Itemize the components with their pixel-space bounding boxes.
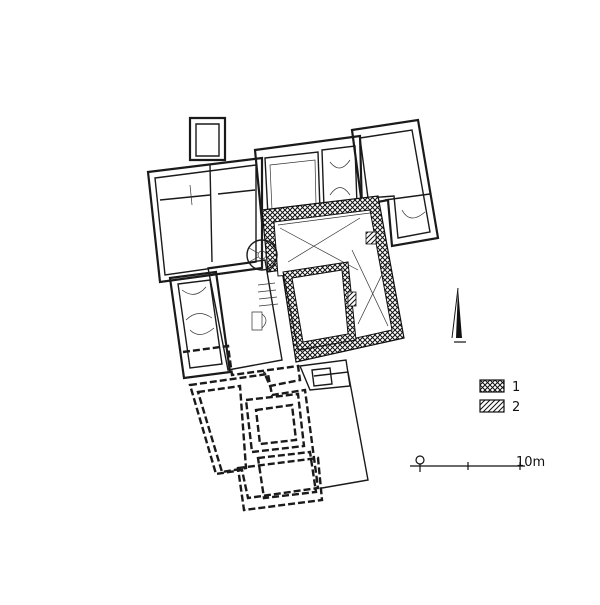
- north-tower: [188, 116, 227, 162]
- scale-bar-label: 10m: [516, 455, 545, 470]
- legend-swatch-2: [479, 399, 505, 413]
- central-stair: [207, 259, 283, 371]
- south-extension: [182, 344, 369, 512]
- hatched-core-block: [261, 195, 405, 363]
- legend-swatch-1: [479, 379, 505, 393]
- scale-bar: 10m: [410, 455, 545, 472]
- west-vaulted-rooms: [168, 270, 232, 380]
- north-arrow-icon: [451, 287, 466, 343]
- spiral-stair: [246, 239, 278, 271]
- legend-label-2: 2: [512, 400, 520, 415]
- legend-label-1: 1: [512, 380, 520, 395]
- legend: 1 2: [479, 379, 520, 415]
